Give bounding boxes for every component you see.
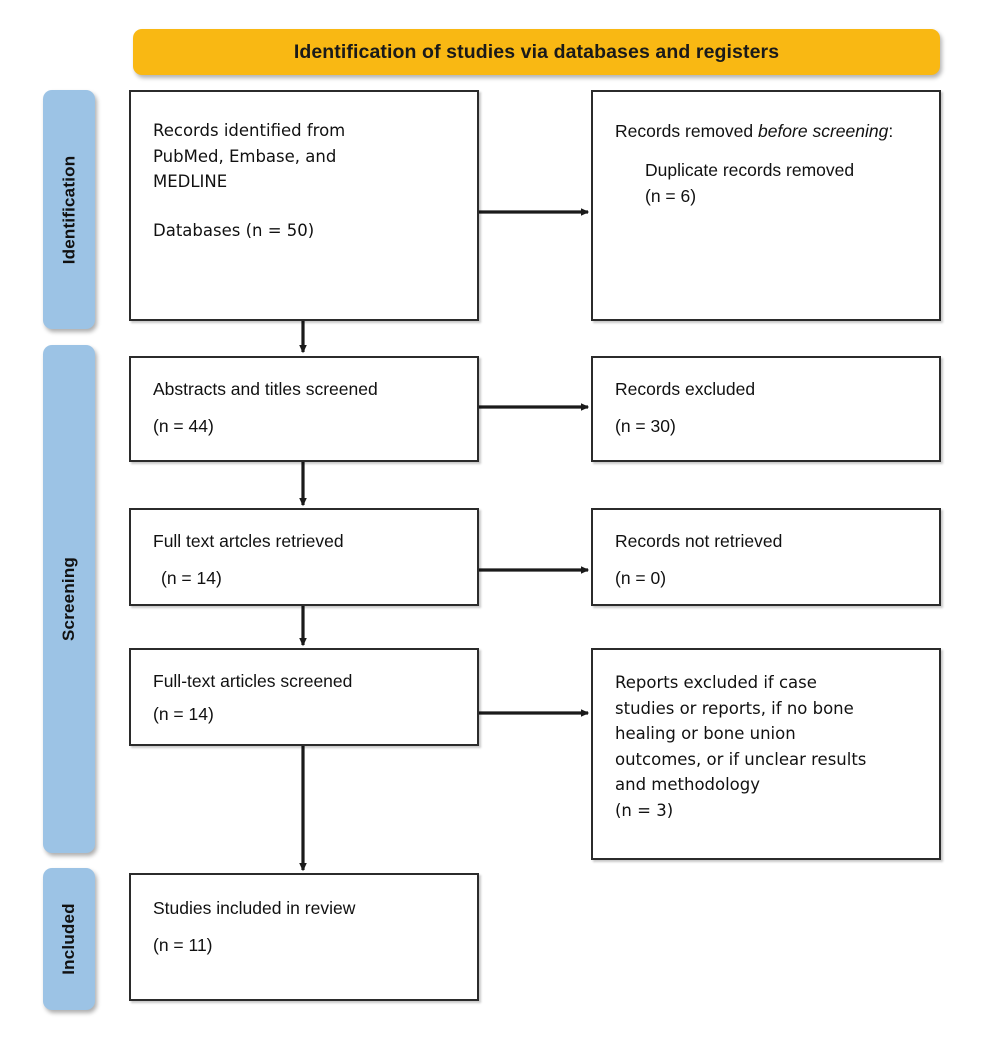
stage-label-screening: Screening (59, 557, 78, 641)
abstracts-screened-count: (n = 44) (153, 415, 214, 436)
records-identified-line-3: MEDLINE (153, 172, 228, 192)
abstracts-screened-line-1: Abstracts and titles screened (153, 379, 378, 399)
records-removed-heading: Records removed before screening: (615, 118, 919, 145)
reports-excluded-line-2: studies or reports, if no bone (615, 698, 854, 718)
reports-excluded-line-5: and methodology (615, 775, 761, 795)
full-text-screened-line-1: Full-text articles screened (153, 671, 353, 691)
stage-label-identification: Identification (59, 155, 79, 264)
full-text-retrieved-line-1: Full text artcles retrieved (153, 531, 344, 551)
box-full-text-retrieved: Full text artcles retrieved (n = 14) (129, 508, 479, 606)
box-full-text-screened: Full-text articles screened (n = 14) (129, 648, 479, 746)
box-records-removed: Records removed before screening: Duplic… (591, 90, 941, 321)
records-not-retrieved-line-1: Records not retrieved (615, 531, 783, 551)
stage-pill-included: Included (43, 868, 95, 1010)
records-identified-line-2: PubMed, Embase, and (153, 146, 337, 166)
records-removed-heading-prefix: Records removed (615, 121, 758, 141)
reports-excluded-line-4: outcomes, or if unclear results (615, 749, 867, 769)
records-identified-count: Databases (n = 50) (153, 220, 315, 240)
records-excluded-line-1: Records excluded (615, 379, 756, 399)
box-studies-included: Studies included in review (n = 11) (129, 873, 479, 1001)
records-excluded-count: (n = 30) (615, 415, 676, 436)
box-records-excluded: Records excluded (n = 30) (591, 356, 941, 462)
box-abstracts-screened: Abstracts and titles screened (n = 44) (129, 356, 479, 462)
box-records-identified: Records identified from PubMed, Embase, … (129, 90, 479, 321)
reports-excluded-count: (n = 3) (615, 800, 674, 820)
records-removed-heading-italic: before screening (757, 121, 889, 141)
reports-excluded-line-3: healing or bone union (615, 724, 796, 744)
box-records-not-retrieved: Records not retrieved (n = 0) (591, 508, 941, 606)
records-removed-blank-line (615, 145, 919, 157)
box-reports-excluded: Reports excluded if case studies or repo… (591, 648, 941, 860)
banner-label: Identification of studies via databases … (293, 40, 780, 63)
records-not-retrieved-count: (n = 0) (615, 567, 667, 588)
records-removed-heading-suffix: : (888, 121, 894, 141)
full-text-retrieved-count: (n = 14) (161, 567, 222, 588)
full-text-screened-count: (n = 14) (153, 703, 214, 724)
records-removed-detail-2: (n = 6) (645, 186, 697, 207)
studies-included-count: (n = 11) (153, 934, 213, 955)
records-identified-line-1: Records identified from (153, 121, 346, 140)
stage-label-included: Included (59, 903, 78, 975)
stage-pill-screening: Screening (43, 345, 95, 853)
banner-identification: Identification of studies via databases … (133, 29, 940, 75)
studies-included-line-1: Studies included in review (153, 898, 356, 918)
stage-pill-identification: Identification (43, 90, 95, 329)
records-identified-blank-line (153, 195, 457, 218)
reports-excluded-line-1: Reports excluded if case (615, 673, 817, 692)
records-removed-detail-1: Duplicate records removed (645, 159, 855, 180)
